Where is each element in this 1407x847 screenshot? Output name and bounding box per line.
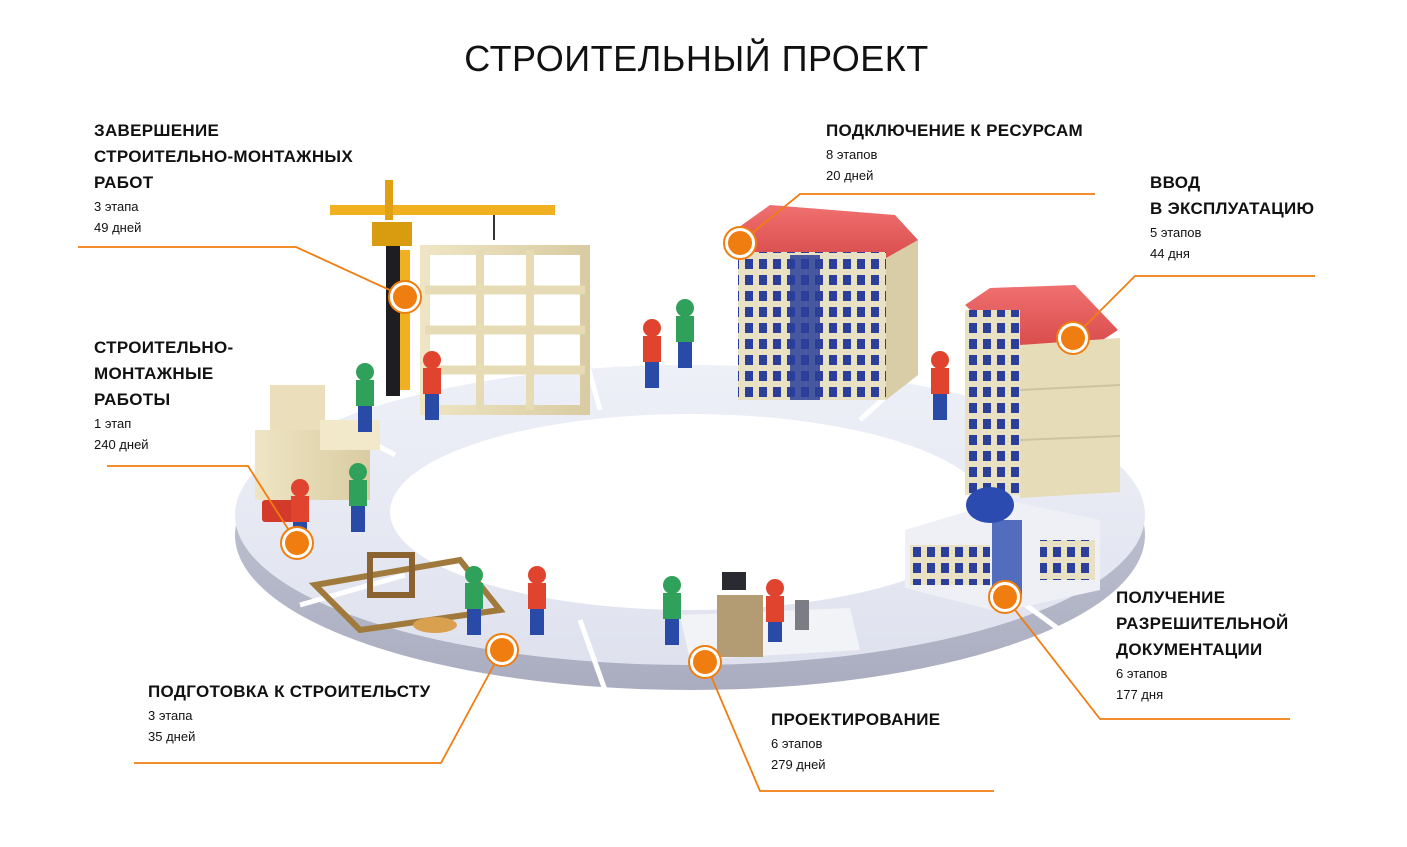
leader-line-permits [1004, 596, 1290, 720]
stage-title-line: РАБОТ [94, 173, 154, 192]
leader-line-design [704, 661, 994, 792]
stage-title-line: СТРОИТЕЛЬНО-МОНТАЖНЫХ [94, 147, 354, 166]
leader-lines [78, 193, 1315, 792]
stage-markers [280, 226, 1090, 679]
stage-title-line: СТРОИТЕЛЬНО- [94, 338, 234, 357]
stage-title-line: ПОДКЛЮЧЕНИЕ К РЕСУРСАМ [826, 121, 1083, 140]
crane-and-frame [330, 180, 590, 415]
stage-days: 20 дней [826, 168, 874, 183]
leader-line-commissioning [1072, 275, 1315, 339]
stage-title-line: РАЗРЕШИТЕЛЬНОЙ [1116, 614, 1289, 633]
stage-resources: ПОДКЛЮЧЕНИЕ К РЕСУРСАМ 8 этапов 20 дней [826, 118, 1083, 186]
stage-title-line: ВВОД [1150, 173, 1201, 192]
stage-construction: СТРОИТЕЛЬНО- МОНТАЖНЫЕ РАБОТЫ 1 этап 240… [94, 335, 233, 455]
residential-tower [735, 205, 918, 400]
stage-title-line: ЗАВЕРШЕНИЕ [94, 121, 220, 140]
stage-days: 279 дней [771, 757, 826, 772]
leader-line-construction [107, 465, 298, 544]
leader-line-resources [739, 193, 1095, 244]
stage-completion: ЗАВЕРШЕНИЕ СТРОИТЕЛЬНО-МОНТАЖНЫХ РАБОТ 3… [94, 118, 353, 238]
stage-steps: 1 этап [94, 416, 132, 431]
marker-completion [388, 280, 422, 314]
stage-days: 44 дня [1150, 246, 1190, 261]
stage-days: 49 дней [94, 220, 142, 235]
stage-title-line: МОНТАЖНЫЕ [94, 364, 214, 383]
stage-title-line: ПОЛУЧЕНИЕ [1116, 588, 1226, 607]
office-building [905, 487, 1100, 612]
stage-steps: 8 этапов [826, 147, 878, 162]
stage-days: 240 дней [94, 437, 149, 452]
second-tower [965, 285, 1121, 498]
marker-resources [723, 226, 757, 260]
marker-preparation [485, 633, 519, 667]
marker-commissioning [1056, 321, 1090, 355]
page-title: СТРОИТЕЛЬНЫЙ ПРОЕКТ [464, 38, 929, 79]
marker-design [688, 645, 722, 679]
stage-days: 177 дня [1116, 687, 1164, 702]
stage-days: 35 дней [148, 729, 196, 744]
stage-steps: 6 этапов [771, 736, 823, 751]
stage-design: ПРОЕКТИРОВАНИЕ 6 этапов 279 дней [771, 707, 940, 775]
leader-line-completion [78, 246, 406, 298]
stage-steps: 3 этапа [148, 708, 193, 723]
stage-title-line: РАБОТЫ [94, 390, 171, 409]
stage-permits: ПОЛУЧЕНИЕ РАЗРЕШИТЕЛЬНОЙ ДОКУМЕНТАЦИИ 6 … [1116, 585, 1289, 705]
marker-construction [280, 526, 314, 560]
stage-preparation: ПОДГОТОВКА К СТРОИТЕЛЬСТУ 3 этапа 35 дне… [148, 679, 430, 747]
stage-title-line: ПРОЕКТИРОВАНИЕ [771, 710, 941, 729]
site-fence [308, 552, 506, 634]
marker-permits [988, 580, 1022, 614]
stage-steps: 5 этапов [1150, 225, 1202, 240]
stage-title-line: В ЭКСПЛУАТАЦИЮ [1150, 199, 1315, 218]
stage-steps: 6 этапов [1116, 666, 1168, 681]
stage-commissioning: ВВОД В ЭКСПЛУАТАЦИЮ 5 этапов 44 дня [1150, 170, 1314, 264]
leader-line-preparation [134, 649, 503, 764]
stage-title-line: ПОДГОТОВКА К СТРОИТЕЛЬСТУ [148, 682, 431, 701]
stage-steps: 3 этапа [94, 199, 139, 214]
workers [291, 299, 949, 645]
stage-title-line: ДОКУМЕНТАЦИИ [1116, 640, 1263, 659]
